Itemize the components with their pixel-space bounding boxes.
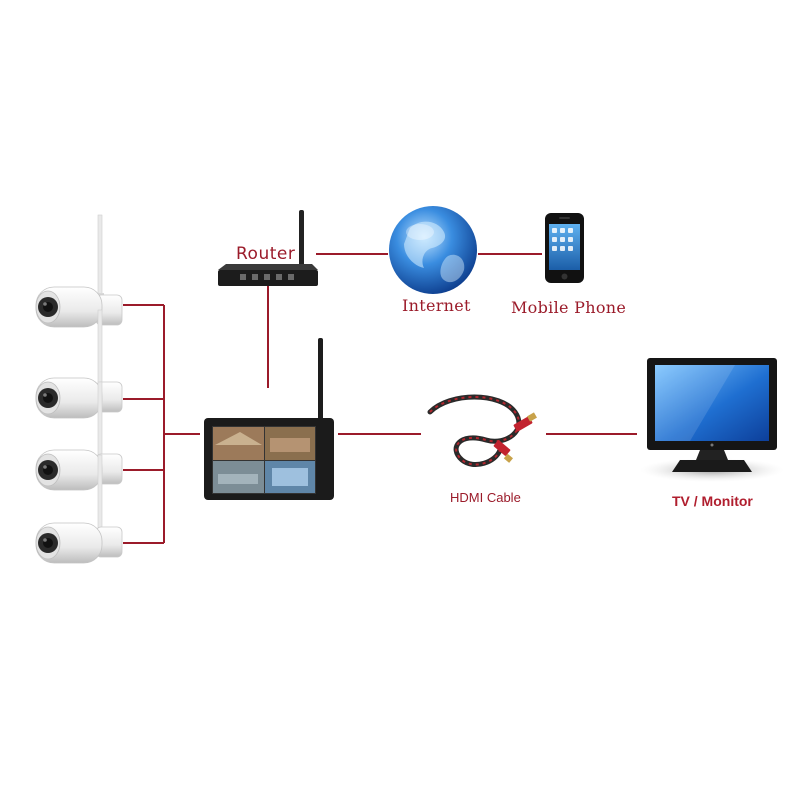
wifi-bullet-camera-icon [35,381,123,491]
globe-icon [389,206,477,294]
router-icon [218,210,318,286]
mobile-phone-icon [545,213,584,283]
connector-lines [123,253,637,544]
camera-4 [35,454,123,564]
nvr-tablet-icon [204,338,334,500]
camera-2 [35,309,123,419]
mobile-phone-label: Mobile Phone [511,298,627,317]
hdmi-cable-icon [427,394,537,467]
camera-3 [35,381,123,491]
hdmi-cable-label: HDMI Cable [450,490,521,505]
router-label: Router [236,244,296,264]
camera-bus [123,304,200,544]
wifi-bullet-camera-icon [35,454,123,564]
internet-label: Internet [402,296,471,315]
camera-1 [35,214,123,328]
tv-monitor-label: TV / Monitor [672,493,753,509]
tv-monitor-icon [640,358,784,482]
wifi-bullet-camera-icon [35,309,123,419]
wifi-bullet-camera-icon [35,214,123,328]
